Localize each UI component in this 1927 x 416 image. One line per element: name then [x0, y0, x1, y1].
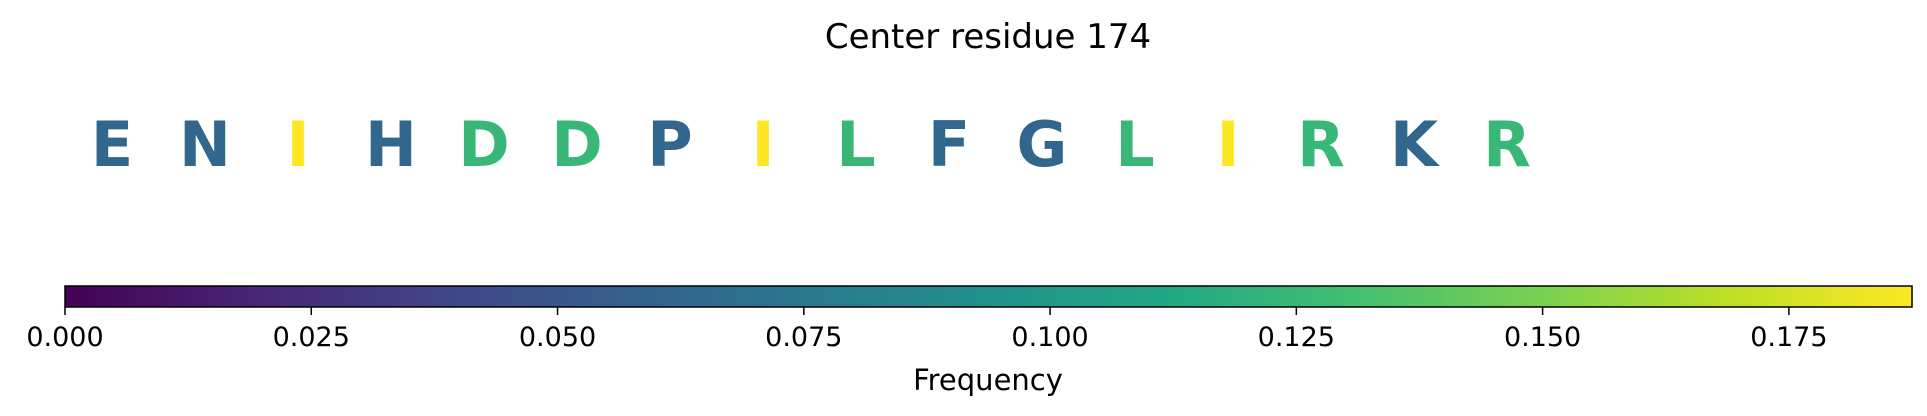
residue-letter: G [1017, 108, 1068, 181]
residue-letter: I [751, 108, 774, 181]
residue-letter: R [1297, 108, 1345, 181]
residue-letter: E [91, 108, 133, 181]
residue-letter: F [928, 108, 970, 181]
colorbar-tick-label: 0.025 [273, 322, 350, 353]
residue-letter: D [458, 108, 509, 181]
residue-letter: I [286, 108, 309, 181]
residue-letter: K [1390, 108, 1440, 181]
residue-letter: R [1483, 108, 1531, 181]
colorbar-tick-label: 0.050 [519, 322, 596, 353]
colorbar-gradient [64, 285, 1913, 308]
residue-letter: L [1115, 108, 1155, 181]
colorbar-tick-label: 0.125 [1258, 322, 1335, 353]
colorbar-label: Frequency [913, 363, 1063, 397]
residue-letter: I [1216, 108, 1239, 181]
colorbar-tick-label: 0.100 [1011, 322, 1088, 353]
colorbar-tick-label: 0.000 [26, 322, 103, 353]
residue-letter: N [179, 108, 231, 181]
colorbar-tick-label: 0.075 [765, 322, 842, 353]
colorbar-ticks: 0.000 0.025 0.050 0.075 0.100 0.125 0.150 0.175 [26, 307, 1828, 353]
residue-letter: D [551, 108, 602, 181]
residue-letter: P [647, 108, 692, 181]
residue-letter: H [365, 108, 417, 181]
residue-letter: L [836, 108, 876, 181]
colorbar: 0.000 0.025 0.050 0.075 0.100 0.125 0.150 0.175… [26, 285, 1913, 397]
colorbar-tick-label: 0.175 [1750, 322, 1827, 353]
chart-title: Center residue 174 [825, 17, 1151, 57]
colorbar-tick-label: 0.150 [1504, 322, 1581, 353]
